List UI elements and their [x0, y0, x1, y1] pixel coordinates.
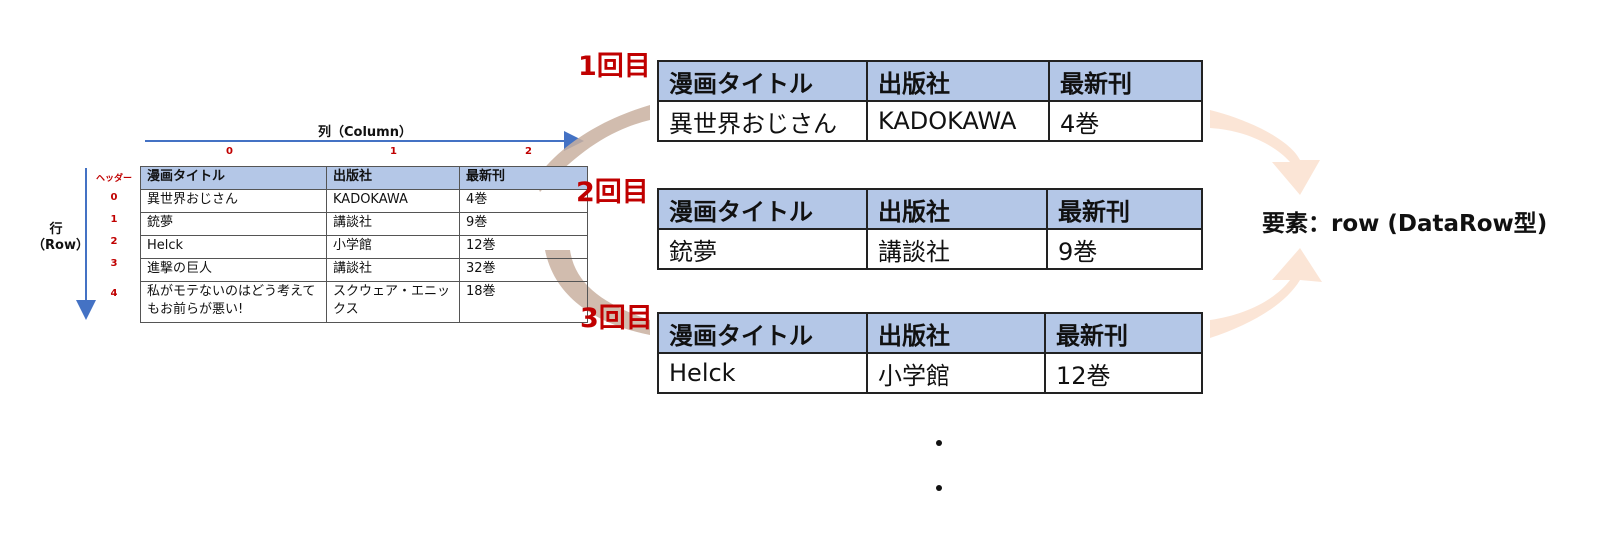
iteration-header-title: 漫画タイトル — [657, 312, 868, 354]
table-cell: 4巻 — [459, 189, 588, 213]
row-index-2: 2 — [110, 236, 118, 247]
source-header-latest: 最新刊 — [459, 166, 588, 190]
table-cell: 講談社 — [866, 228, 1048, 270]
table-row: 異世界おじさん KADOKAWA 4巻 — [140, 189, 588, 213]
row-axis-label-line2: （Row） — [32, 238, 89, 253]
row-axis-label: 行 （Row） — [32, 222, 89, 254]
column-index-0: 0 — [226, 146, 233, 157]
iteration-2-label: 2回目 — [576, 177, 649, 208]
source-table: 漫画タイトル 出版社 最新刊 異世界おじさん KADOKAWA 4巻 銃夢 講談… — [140, 166, 588, 323]
table-cell: KADOKAWA — [866, 100, 1050, 142]
iteration-header-title: 漫画タイトル — [657, 188, 868, 230]
table-cell: 12巻 — [1044, 352, 1203, 394]
table-row: 銃夢 講談社 9巻 — [140, 212, 588, 236]
table-cell: Helck — [140, 235, 327, 259]
table-cell: 9巻 — [459, 212, 588, 236]
source-table-header-row: 漫画タイトル 出版社 最新刊 — [140, 166, 588, 190]
table-cell: 32巻 — [459, 258, 588, 282]
table-cell: 銃夢 — [140, 212, 327, 236]
iteration-3-table: 漫画タイトル 出版社 最新刊 Helck 小学館 12巻 — [657, 312, 1203, 394]
table-row: 進撃の巨人 講談社 32巻 — [140, 258, 588, 282]
row-index-3: 3 — [110, 258, 118, 269]
table-cell: 12巻 — [459, 235, 588, 259]
row-index-1: 1 — [110, 214, 118, 225]
iteration-header-row: 漫画タイトル 出版社 最新刊 — [657, 60, 1203, 102]
table-cell: 小学館 — [866, 352, 1046, 394]
table-cell: 銃夢 — [657, 228, 868, 270]
column-axis-label: 列（Column） — [318, 125, 412, 140]
table-cell: 異世界おじさん — [657, 100, 868, 142]
element-label: 要素：row (DataRow型) — [1262, 211, 1548, 237]
table-cell: 18巻 — [459, 281, 588, 323]
iteration-header-publisher: 出版社 — [866, 188, 1048, 230]
table-cell: Helck — [657, 352, 868, 394]
header-index-label: ヘッダー — [96, 174, 133, 184]
iteration-header-publisher: 出版社 — [866, 312, 1046, 354]
table-cell: スクウェア・エニックス — [326, 281, 460, 323]
iteration-3-label: 3回目 — [580, 303, 653, 334]
table-cell: 異世界おじさん — [140, 189, 327, 213]
column-index-1: 1 — [390, 146, 397, 157]
table-row: 銃夢 講談社 9巻 — [657, 228, 1203, 270]
source-header-title: 漫画タイトル — [140, 166, 327, 190]
element-arrow-bottom — [1210, 248, 1322, 338]
iteration-header-publisher: 出版社 — [866, 60, 1050, 102]
column-index-2: 2 — [525, 146, 532, 157]
table-cell: 講談社 — [326, 212, 460, 236]
table-row: 異世界おじさん KADOKAWA 4巻 — [657, 100, 1203, 142]
table-row: Helck 小学館 12巻 — [140, 235, 588, 259]
table-cell: KADOKAWA — [326, 189, 460, 213]
iteration-header-latest: 最新刊 — [1048, 60, 1203, 102]
element-arrow-top — [1210, 110, 1320, 195]
table-cell: 進撃の巨人 — [140, 258, 327, 282]
row-index-4: 4 — [110, 288, 118, 299]
ellipsis-dot — [936, 485, 942, 491]
table-row: 私がモテないのはどう考えてもお前らが悪い! スクウェア・エニックス 18巻 — [140, 281, 588, 323]
iteration-1-curve-arrow — [535, 105, 650, 192]
iteration-header-row: 漫画タイトル 出版社 最新刊 — [657, 188, 1203, 230]
table-cell: 講談社 — [326, 258, 460, 282]
row-index-0: 0 — [110, 192, 118, 203]
table-cell: 私がモテないのはどう考えてもお前らが悪い! — [140, 281, 327, 323]
iteration-header-title: 漫画タイトル — [657, 60, 868, 102]
iteration-header-latest: 最新刊 — [1046, 188, 1203, 230]
ellipsis-dot — [936, 440, 942, 446]
iteration-1-table: 漫画タイトル 出版社 最新刊 異世界おじさん KADOKAWA 4巻 — [657, 60, 1203, 142]
iteration-header-row: 漫画タイトル 出版社 最新刊 — [657, 312, 1203, 354]
iteration-1-label: 1回目 — [578, 51, 651, 82]
table-row: Helck 小学館 12巻 — [657, 352, 1203, 394]
table-cell: 小学館 — [326, 235, 460, 259]
iteration-2-table: 漫画タイトル 出版社 最新刊 銃夢 講談社 9巻 — [657, 188, 1203, 270]
row-axis-label-line1: 行 — [49, 222, 63, 237]
table-cell: 9巻 — [1046, 228, 1203, 270]
iteration-header-latest: 最新刊 — [1044, 312, 1203, 354]
source-header-publisher: 出版社 — [326, 166, 460, 190]
table-cell: 4巻 — [1048, 100, 1203, 142]
